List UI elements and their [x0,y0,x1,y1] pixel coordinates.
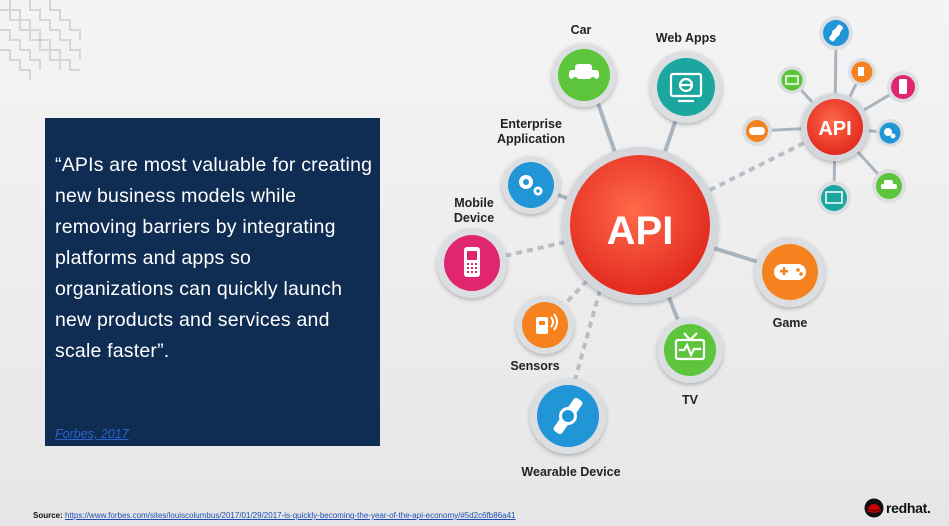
web-apps-icon [825,191,843,204]
game-label: Game [773,316,808,330]
gamepad-icon [774,264,806,280]
sensors-label: Sensors [510,359,559,373]
secondary-api-node [807,99,863,155]
car-icon [569,64,599,83]
tv-label: TV [682,393,699,407]
source-link[interactable]: https://www.forbes.com/sites/louiscolumb… [65,511,516,520]
enterprise-label-line1: Enterprise [500,117,562,131]
gamepad-icon [749,127,765,135]
mobile-device-node [437,228,507,298]
redhat-logo-text: redhat. [886,500,931,516]
sensors-node [516,296,574,354]
api-center-node [570,155,710,295]
web-apps-label: Web Apps [656,31,716,45]
mobile-device-label-line2: Device [454,211,494,225]
wearable-device-node [530,378,606,454]
mobile-phone-icon [464,247,480,277]
quote-text: “APIs are most valuable for creating new… [55,154,373,362]
car-icon [881,180,897,189]
source-label: Source: [33,511,63,520]
corner-pattern [0,0,81,80]
gears-icon [519,175,543,196]
car-node [552,43,616,107]
gears-icon [884,128,896,139]
redhat-hat-icon [864,498,884,518]
mobile-phone-icon [899,79,907,94]
sensor-icon [536,313,558,334]
enterprise-application-node [502,156,560,214]
wearable-device-label: Wearable Device [521,465,620,479]
secondary-satellite-nodes [742,16,919,215]
enterprise-label-line2: Application [497,132,565,146]
web-apps-node [650,51,722,123]
sensor-icon [858,67,864,76]
watch-icon [829,24,843,42]
mobile-device-label-line1: Mobile [454,196,494,210]
secondary-api-label: API [818,118,851,140]
quote-citation[interactable]: Forbes, 2017 [55,427,129,441]
tv-icon [674,332,706,361]
watch-icon [553,397,583,435]
redhat-logo: redhat. [864,498,944,520]
tv-node [657,317,723,383]
car-label: Car [571,23,592,37]
tv-icon [785,75,799,85]
game-node [755,237,825,307]
source-line: Source: https://www.forbes.com/sites/lou… [33,511,516,520]
quote-box: “APIs are most valuable for creating new… [45,118,380,446]
api-center-label: API [607,209,674,253]
web-apps-icon [669,72,703,103]
